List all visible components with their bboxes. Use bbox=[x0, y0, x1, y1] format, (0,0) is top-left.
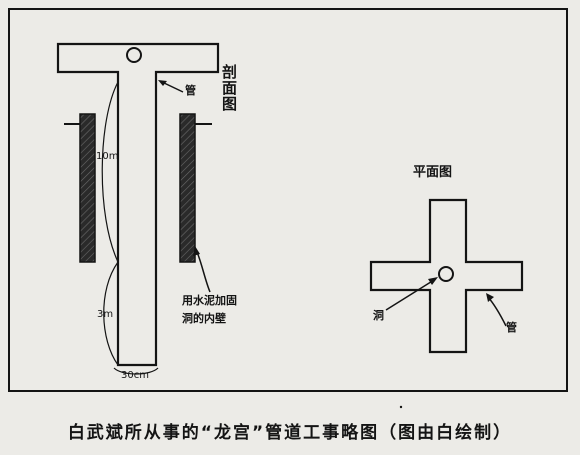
hole-label: 洞 bbox=[373, 309, 384, 322]
plan-pipe-leader-arrow bbox=[487, 296, 507, 327]
figure-caption: 白武斌所从事的“龙宫”管道工事略图（图由白绘制） bbox=[67, 423, 513, 443]
cement-leader-arrowhead bbox=[193, 246, 200, 256]
hole-leader-arrow bbox=[385, 279, 435, 311]
pipe-opening-circle bbox=[126, 47, 142, 63]
cement-label-line2: 洞的内壁 bbox=[182, 312, 226, 325]
section-pipe bbox=[56, 42, 220, 367]
depth-label-3m: 3m bbox=[97, 309, 114, 320]
depth-curve-10m bbox=[101, 81, 119, 263]
cement-wall-right bbox=[179, 113, 196, 263]
plan-view-title: 平面图 bbox=[413, 165, 453, 180]
pipe-leader-arrowhead bbox=[158, 80, 167, 86]
plan-hole-circle bbox=[438, 266, 454, 282]
plan-pipe-leader-arrowhead bbox=[486, 293, 494, 302]
width-curve-30cm bbox=[113, 367, 159, 375]
depth-label-10m: 10m bbox=[96, 151, 119, 162]
stray-dot bbox=[399, 405, 403, 409]
cement-wall-label: 用水泥加固 洞的内壁 bbox=[182, 292, 237, 328]
cement-leader-arrow bbox=[196, 251, 211, 293]
pipe-leader-arrow bbox=[161, 81, 184, 93]
cement-label-line1: 用水泥加固 bbox=[182, 294, 237, 307]
plan-pipe-label: 管 bbox=[506, 321, 517, 334]
section-view-title: 剖面图 bbox=[220, 64, 238, 112]
depth-curve-3m bbox=[103, 261, 119, 366]
cement-wall-left bbox=[79, 113, 96, 263]
width-label-30cm: 30cm bbox=[121, 370, 149, 381]
hole-leader-arrowhead bbox=[428, 277, 438, 285]
pipe-label: 管 bbox=[185, 84, 196, 97]
